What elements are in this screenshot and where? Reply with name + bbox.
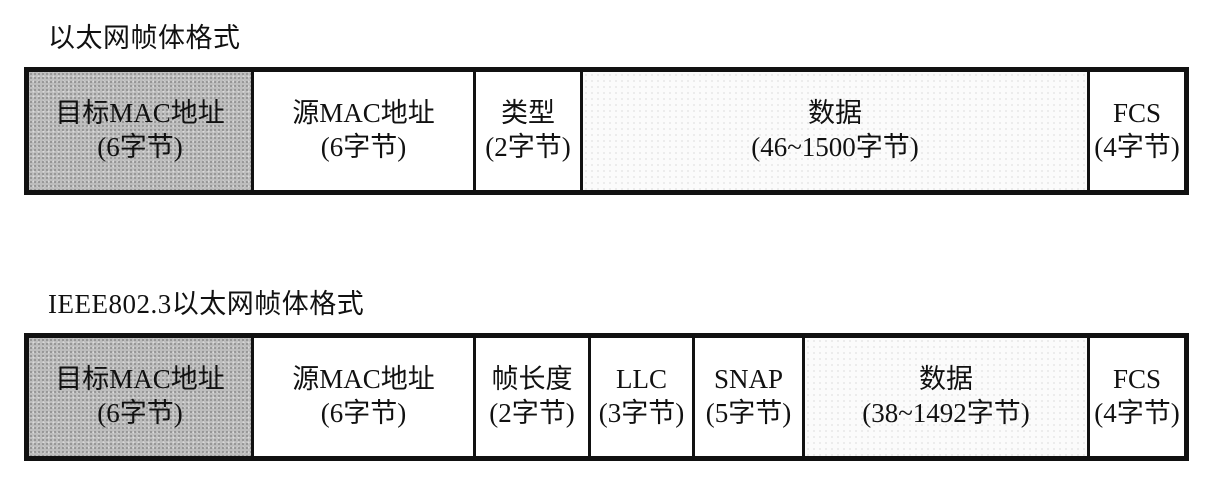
- field-size: (4字节): [1094, 132, 1180, 162]
- field-name: 源MAC地址: [292, 364, 435, 395]
- field-name: 数据: [919, 364, 973, 395]
- ieee8023-field-dest-mac: 目标MAC地址 (6字节): [29, 338, 254, 456]
- field-name: 目标MAC地址: [55, 364, 225, 395]
- ieee8023-field-fcs: FCS (4字节): [1090, 338, 1184, 456]
- ieee8023-field-src-mac: 源MAC地址 (6字节): [254, 338, 476, 456]
- field-size: (38~1492字节): [862, 398, 1030, 428]
- field-size: (5字节): [705, 398, 792, 428]
- ieee8023-frame-diagram: 目标MAC地址 (6字节) 源MAC地址 (6字节) 帧长度 (2字节) LLC…: [24, 333, 1189, 461]
- field-name: 源MAC地址: [292, 98, 435, 129]
- field-name: FCS: [1112, 98, 1162, 129]
- field-name: SNAP: [713, 364, 784, 395]
- field-size: (6字节): [320, 398, 407, 428]
- field-size: (46~1500字节): [751, 132, 919, 162]
- ethernet-field-dest-mac: 目标MAC地址 (6字节): [29, 72, 254, 190]
- ethernet-field-data: 数据 (46~1500字节): [583, 72, 1090, 190]
- ethernet-field-fcs: FCS (4字节): [1090, 72, 1184, 190]
- field-name: 类型: [501, 98, 555, 129]
- ieee8023-field-length: 帧长度 (2字节): [476, 338, 591, 456]
- field-size: (6字节): [320, 132, 407, 162]
- field-name: FCS: [1112, 364, 1162, 395]
- ethernet-frame-diagram: 目标MAC地址 (6字节) 源MAC地址 (6字节) 类型 (2字节) 数据 (…: [24, 67, 1189, 195]
- field-name: 目标MAC地址: [55, 98, 225, 129]
- field-name: 数据: [808, 98, 862, 129]
- field-size: (2字节): [485, 132, 571, 162]
- ethernet-field-type: 类型 (2字节): [476, 72, 583, 190]
- ethernet-frame-title: 以太网帧体格式: [48, 23, 241, 53]
- field-size: (2字节): [489, 398, 575, 428]
- ieee8023-field-data: 数据 (38~1492字节): [805, 338, 1090, 456]
- ieee8023-field-llc: LLC (3字节): [591, 338, 695, 456]
- ethernet-field-src-mac: 源MAC地址 (6字节): [254, 72, 476, 190]
- field-size: (6字节): [97, 398, 183, 428]
- ieee8023-field-snap: SNAP (5字节): [695, 338, 805, 456]
- field-name: LLC: [616, 364, 667, 395]
- field-size: (6字节): [97, 132, 183, 162]
- field-size: (4字节): [1094, 398, 1180, 428]
- field-name: 帧长度: [491, 364, 573, 395]
- ieee8023-frame-title: IEEE802.3以太网帧体格式: [48, 289, 365, 319]
- field-size: (3字节): [598, 398, 685, 428]
